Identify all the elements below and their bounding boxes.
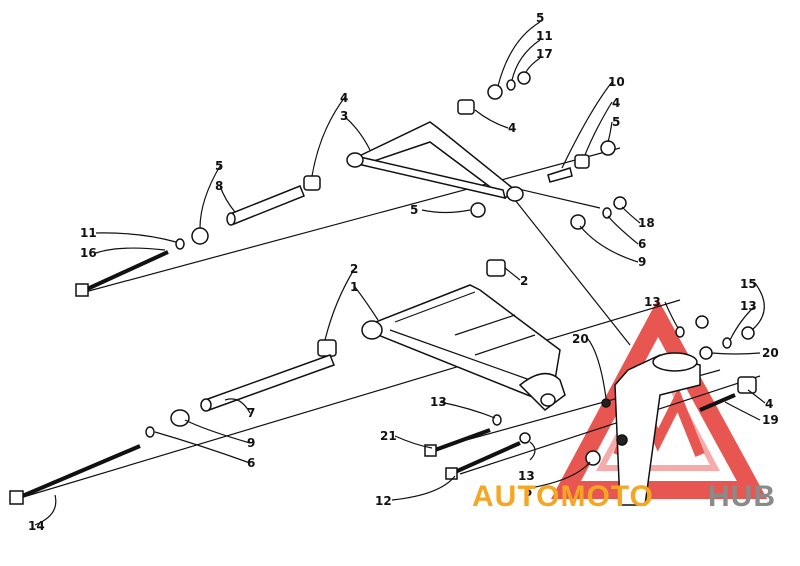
- callout-2: 2: [350, 262, 358, 276]
- callout-13: 13: [740, 299, 757, 313]
- callout-5: 5: [612, 115, 620, 129]
- hardware: [145, 71, 755, 466]
- callout-4: 4: [508, 121, 516, 135]
- upper-a-arm: [346, 121, 524, 202]
- callout-17: 17: [536, 47, 553, 61]
- callout-20: 20: [762, 346, 779, 360]
- callout-4: 4: [340, 91, 348, 105]
- callout-6: 6: [247, 456, 255, 470]
- watermark-automoto: AUTOMOTO: [472, 480, 654, 513]
- callout-11: 11: [536, 29, 553, 43]
- leader-lines: [34, 21, 766, 526]
- callout-16: 16: [80, 246, 97, 260]
- callout-13: 13: [644, 295, 661, 309]
- callout-5: 5: [410, 203, 418, 217]
- callout-3: 3: [340, 109, 348, 123]
- callout-9: 9: [247, 436, 255, 450]
- callout-19: 19: [762, 413, 779, 427]
- callout-7: 7: [247, 406, 255, 420]
- callout-18: 18: [638, 216, 655, 230]
- callout-1: 1: [350, 280, 358, 294]
- callout-12: 12: [375, 494, 392, 508]
- lower-a-arm: [361, 284, 566, 411]
- callout-11: 11: [80, 226, 97, 240]
- watermark: AUTOMOTO HUB: [472, 480, 776, 513]
- callout-15: 15: [740, 277, 757, 291]
- callout-6: 6: [638, 237, 646, 251]
- watermark-hub: HUB: [708, 480, 776, 513]
- bushings: [303, 99, 757, 394]
- assembly-axis-lines: [19, 147, 761, 499]
- callout-5: 5: [536, 11, 544, 25]
- callout-4: 4: [612, 96, 620, 110]
- sleeves: [200, 167, 573, 412]
- callout-9: 9: [638, 255, 646, 269]
- callout-20: 20: [572, 332, 589, 346]
- callout-4: 4: [765, 397, 773, 411]
- callout-5: 5: [215, 159, 223, 173]
- callout-8: 8: [215, 179, 223, 193]
- callout-13: 13: [518, 469, 535, 483]
- callout-5: 5: [524, 485, 532, 499]
- bolts: [9, 250, 736, 505]
- callout-14: 14: [28, 519, 45, 533]
- callout-13: 13: [430, 395, 447, 409]
- callout-2: 2: [520, 274, 528, 288]
- callout-21: 21: [380, 429, 397, 443]
- spindle: [601, 352, 701, 506]
- callout-10: 10: [608, 75, 625, 89]
- callouts: 5 11 17 4 3 4 10 4 5 5 8 5 18 11 16 6 9 …: [28, 11, 779, 533]
